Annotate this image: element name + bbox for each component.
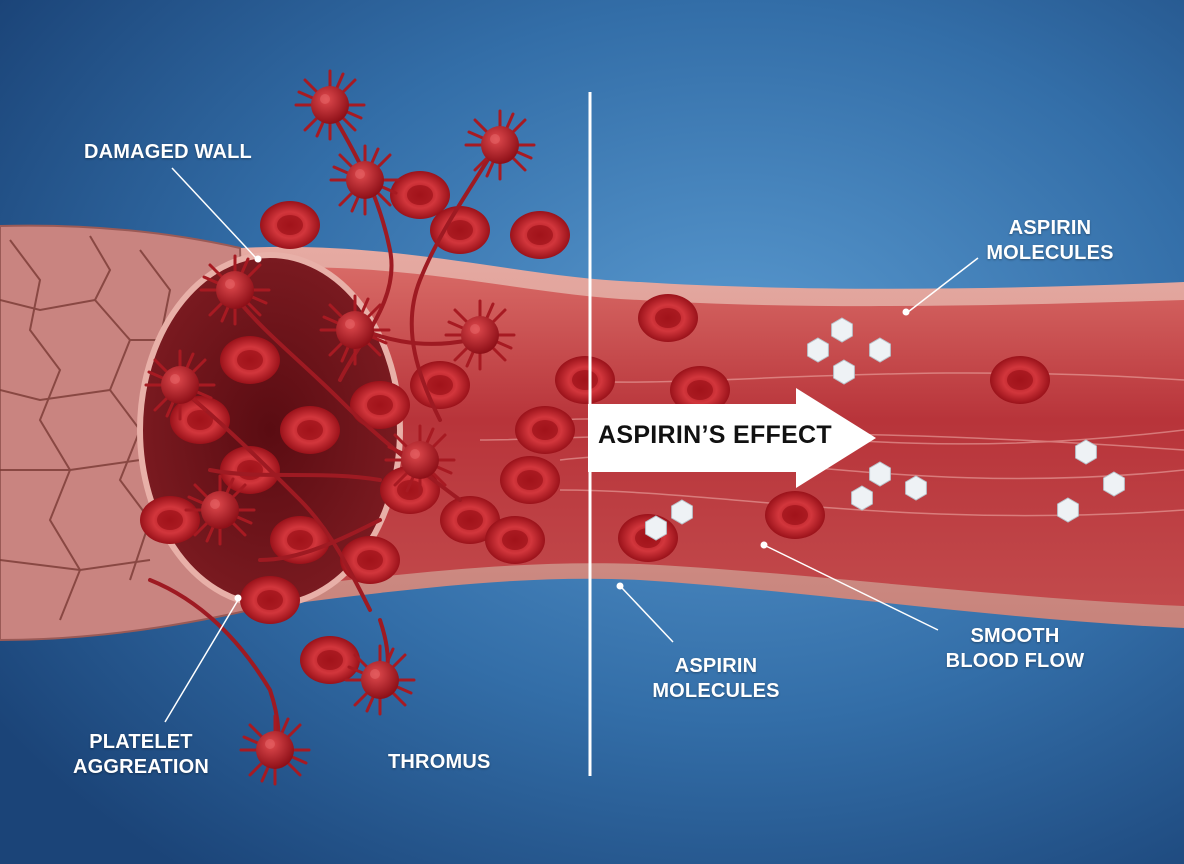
smooth-flow-line-2: BLOOD FLOW [940,649,1090,674]
platelet-aggregation-line-1: PLATELET [66,730,216,755]
aspirin-bottom-line-1: ASPIRIN [646,654,786,679]
aspirin-top-line-1: ASPIRIN [980,216,1120,241]
aspirin-effect-label: ASPIRIN’S EFFECT [598,421,848,450]
smooth-flow-line-1: SMOOTH [940,624,1090,649]
aspirin-molecules-top-label: ASPIRIN MOLECULES [980,216,1120,266]
smooth-blood-flow-label: SMOOTH BLOOD FLOW [940,624,1090,674]
platelet-aggregation-line-2: AGGREATION [66,755,216,780]
aspirin-molecules-bottom-label: ASPIRIN MOLECULES [646,654,786,704]
thrombus-label: THROMUS [388,750,491,775]
aspirin-top-line-2: MOLECULES [980,241,1120,266]
aspirin-bottom-line-2: MOLECULES [646,679,786,704]
thrombus-label-text: THROMUS [388,750,491,775]
damaged-wall-label-text: DAMAGED WALL [84,140,252,165]
damaged-wall-label: DAMAGED WALL [84,140,252,165]
platelet-aggregation-label: PLATELET AGGREATION [66,730,216,780]
